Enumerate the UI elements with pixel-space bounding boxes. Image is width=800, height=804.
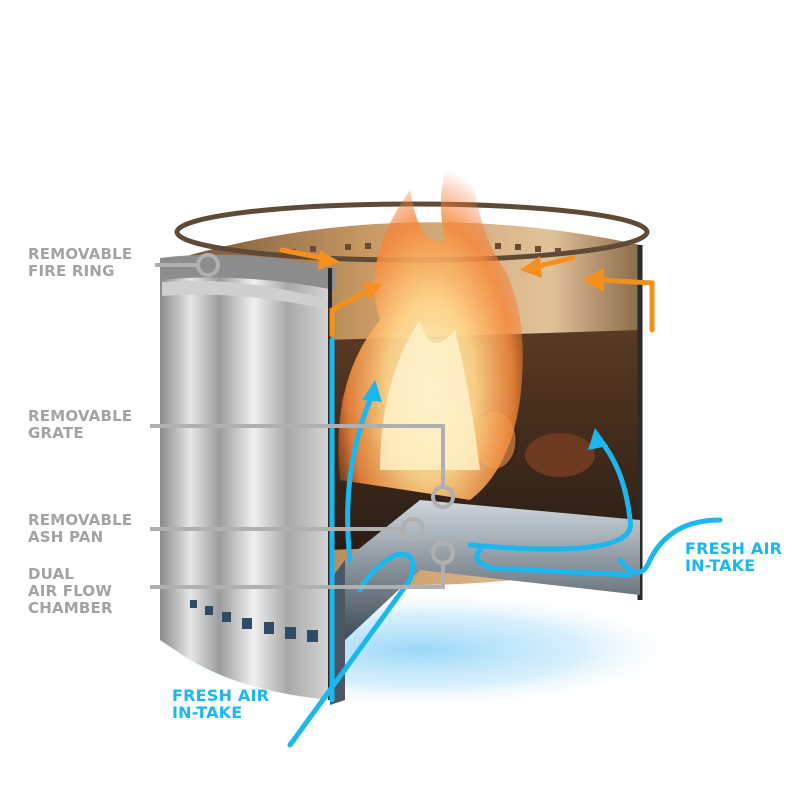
callout-dual-air-flow-chamber: DUAL AIR FLOW CHAMBER <box>28 566 113 617</box>
intake-text-line: FRESH AIR <box>685 539 783 558</box>
label-fresh-air-intake-right: FRESH AIR IN-TAKE <box>685 540 782 574</box>
fresh-air-arrowheads <box>362 380 608 450</box>
label-fresh-air-intake-left: FRESH AIR IN-TAKE <box>172 687 269 721</box>
intake-text-line: IN-TAKE <box>172 703 243 722</box>
callout-removable-grate: REMOVABLE GRATE <box>28 408 132 442</box>
callout-lines <box>150 253 455 589</box>
callout-removable-ash-pan: REMOVABLE ASH PAN <box>28 512 132 546</box>
callout-text-line: CHAMBER <box>28 599 113 617</box>
callout-text-line: FIRE RING <box>28 262 115 280</box>
callout-text-line: DUAL <box>28 565 75 583</box>
outer-shell <box>160 256 330 700</box>
callout-text-line: ASH PAN <box>28 528 104 546</box>
bottom-vent-holes <box>190 600 318 642</box>
fire-ring-band <box>162 280 330 310</box>
callout-text-line: GRATE <box>28 424 84 442</box>
intake-text-line: FRESH AIR <box>172 686 270 705</box>
flames <box>338 130 523 500</box>
callout-text-line: REMOVABLE <box>28 407 133 425</box>
callout-removable-fire-ring: REMOVABLE FIRE RING <box>28 246 132 280</box>
hot-air-flow <box>279 247 655 338</box>
callout-text-line: REMOVABLE <box>28 511 133 529</box>
intake-text-line: IN-TAKE <box>685 556 756 575</box>
hot-air-arrowheads <box>318 250 604 300</box>
fire-ring <box>160 254 335 290</box>
callout-text-line: REMOVABLE <box>28 245 133 263</box>
fresh-air-flow <box>287 337 723 748</box>
callout-text-line: AIR FLOW <box>28 582 113 600</box>
